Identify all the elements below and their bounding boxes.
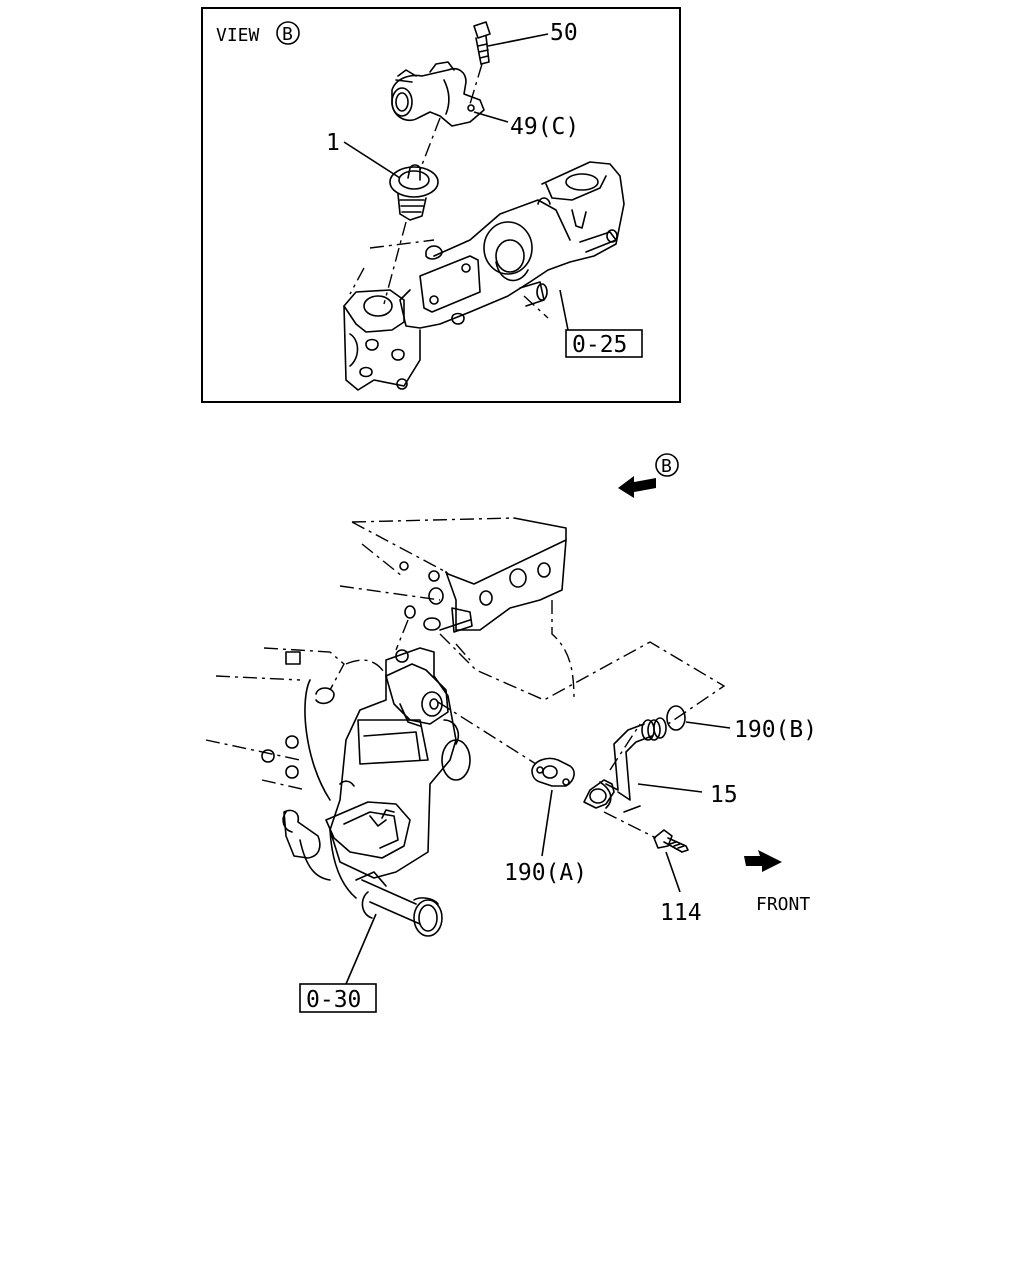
alignment-line-thermostat bbox=[383, 221, 407, 305]
main-view: B bbox=[205, 453, 817, 1013]
water-pump-drawing bbox=[282, 643, 537, 937]
thermostat-housing-drawing bbox=[343, 161, 625, 391]
bolt-50-drawing bbox=[473, 21, 491, 65]
view-marker-letter: B bbox=[282, 24, 293, 45]
thermostat-drawing bbox=[389, 164, 439, 221]
view-title: VIEW bbox=[216, 25, 260, 46]
front-arrow bbox=[744, 850, 782, 872]
callout-50: 50 bbox=[550, 20, 578, 46]
leader-0-30 bbox=[345, 913, 377, 985]
cylinder-head-drawing bbox=[339, 517, 726, 725]
leader-1 bbox=[343, 141, 401, 179]
leader-15 bbox=[637, 783, 703, 793]
gasket-190b-drawing bbox=[666, 705, 686, 731]
callout-190b: 190(B) bbox=[734, 717, 817, 743]
view-b-panel: VIEW B bbox=[201, 7, 681, 403]
ref-box-0-25 bbox=[565, 329, 643, 358]
leader-0-25 bbox=[559, 289, 569, 331]
ref-box-0-30 bbox=[299, 983, 377, 1013]
view-b-arrow: B bbox=[618, 453, 679, 498]
bolt-114-drawing bbox=[653, 829, 689, 853]
callout-49c: 49(C) bbox=[510, 114, 579, 140]
leader-190b bbox=[685, 721, 731, 729]
view-marker-circle bbox=[276, 21, 300, 45]
leader-114 bbox=[665, 851, 681, 893]
view-panel-frame bbox=[201, 7, 681, 403]
front-label: FRONT bbox=[756, 894, 810, 915]
gasket-190a-drawing bbox=[531, 757, 575, 787]
ref-0-30: 0-30 bbox=[306, 987, 361, 1013]
leader-50 bbox=[487, 33, 549, 47]
leader-190a bbox=[541, 789, 553, 857]
alignment-line-outlet bbox=[419, 117, 441, 171]
callout-15: 15 bbox=[710, 782, 738, 808]
leader-49c bbox=[473, 111, 509, 123]
callout-190a: 190(A) bbox=[504, 860, 587, 886]
ref-0-25: 0-25 bbox=[572, 332, 627, 358]
view-arrow-marker-letter: B bbox=[661, 456, 672, 477]
water-outlet-drawing bbox=[391, 61, 485, 127]
pipe-15-drawing bbox=[583, 717, 667, 839]
alignment-line-bolt bbox=[469, 63, 483, 105]
callout-114: 114 bbox=[660, 900, 702, 926]
callout-1: 1 bbox=[326, 130, 340, 156]
manifold-drawing bbox=[205, 647, 389, 801]
view-arrow-marker-circle bbox=[655, 453, 679, 477]
